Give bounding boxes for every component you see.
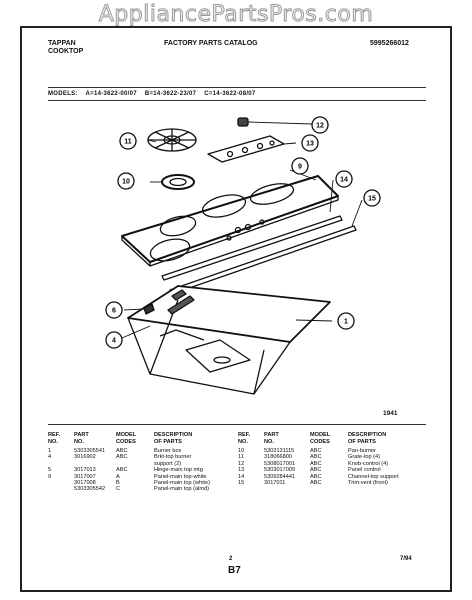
callout-6: 6 xyxy=(105,301,123,319)
main-top-panel xyxy=(121,175,339,267)
table-row: support (2) xyxy=(154,460,182,467)
brand: TAPPAN xyxy=(48,40,76,47)
callout-11-label: 11 xyxy=(124,139,132,146)
header-rule-top xyxy=(48,87,426,88)
header-ref-no: REF.NO. xyxy=(48,432,61,445)
callout-9: 9 xyxy=(291,157,309,175)
callout-14-label: 14 xyxy=(340,177,348,184)
figure-number: 1941 xyxy=(383,410,398,417)
burner-pan xyxy=(161,174,195,190)
product: COOKTOP xyxy=(48,48,84,55)
callout-12: 12 xyxy=(311,116,329,134)
models-label: MODELS: xyxy=(48,91,78,97)
footer-page-number: B7 xyxy=(228,565,241,576)
callout-9-label: 9 xyxy=(298,164,302,171)
callout-13-label: 13 xyxy=(306,141,314,148)
watermark: AppliancePartsPros.com xyxy=(98,2,374,28)
burner-grate xyxy=(147,128,197,152)
exploded-diagram: 11 10 12 13 9 14 15 1 4 6 xyxy=(105,116,381,395)
callout-4-label: 4 xyxy=(112,338,116,345)
callout-15: 15 xyxy=(363,189,381,207)
footer-page-small: 2 xyxy=(229,556,233,562)
callout-6-label: 6 xyxy=(112,308,116,315)
model-a: A=14-3622-00/07 xyxy=(85,91,137,97)
header-ref-no: REF.NO. xyxy=(238,432,251,445)
callout-10-label: 10 xyxy=(122,179,130,186)
hinge-part xyxy=(143,303,155,315)
burner-box xyxy=(127,285,331,395)
callout-12-label: 12 xyxy=(316,123,324,130)
models-line: MODELS: A=14-3622-00/07 B=14-3622-23/07 … xyxy=(48,91,262,97)
callout-14: 14 xyxy=(335,170,353,188)
control-panel xyxy=(207,135,285,163)
model-b: B=14-3622-23/07 xyxy=(144,91,197,97)
model-c: C=14-3622-08/07 xyxy=(204,91,256,97)
callout-4: 4 xyxy=(105,331,123,349)
catalog-number: 5995266012 xyxy=(370,40,409,47)
callout-10: 10 xyxy=(117,172,135,190)
header-rule-bottom xyxy=(48,100,426,101)
callout-15-label: 15 xyxy=(368,196,376,203)
callout-11: 11 xyxy=(119,132,137,150)
table-rule xyxy=(48,424,426,425)
catalog-title: FACTORY PARTS CATALOG xyxy=(164,40,258,47)
callout-13: 13 xyxy=(301,134,319,152)
callout-1: 1 xyxy=(337,312,355,330)
control-knob xyxy=(237,117,249,127)
footer-date: 7/94 xyxy=(400,556,412,562)
channel-top-support xyxy=(161,215,343,281)
callout-1-label: 1 xyxy=(344,319,348,326)
burner-support-bracket xyxy=(167,289,195,315)
